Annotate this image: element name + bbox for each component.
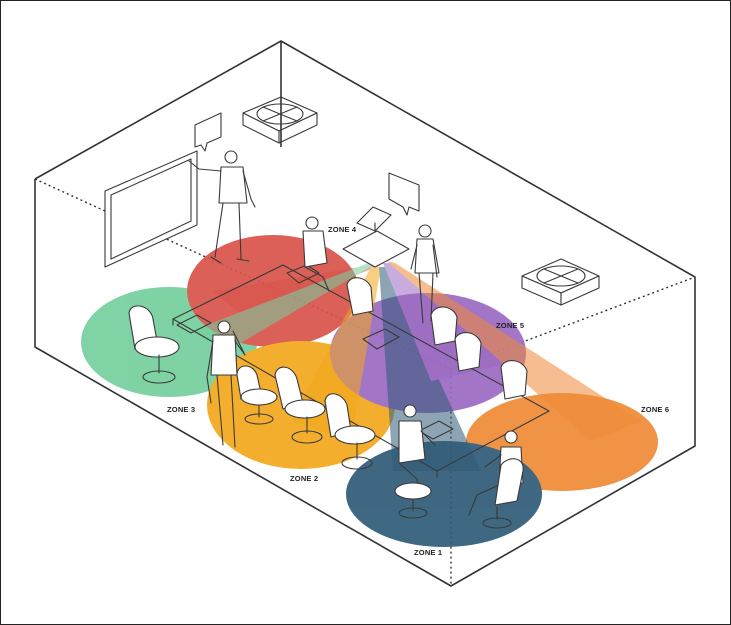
zone-6-label: ZONE 6 (641, 405, 669, 414)
ceiling-microphone-array (342, 206, 410, 268)
chair (274, 366, 326, 444)
zone-2-label: ZONE 2 (290, 474, 318, 483)
ceiling-speaker-icon (242, 96, 318, 144)
chair (128, 305, 180, 384)
room-hidden-edge (450, 276, 696, 370)
chair (500, 360, 528, 400)
person-standing (410, 224, 440, 324)
chair (346, 277, 374, 316)
speech-bubble-icon (388, 172, 420, 216)
zone-6-beam (387, 261, 641, 441)
zone-labels: ZONE 1 ZONE 2 ZONE 3 ZONE 4 ZONE 5 ZONE … (167, 225, 669, 557)
chair (324, 393, 376, 470)
whiteboard (104, 150, 198, 268)
zone-5-label: ZONE 5 (496, 321, 524, 330)
ceiling-speaker-icon (521, 258, 600, 306)
chair (236, 365, 278, 425)
chairs (128, 277, 528, 529)
speech-bubble-icon (194, 112, 222, 152)
zone-1-label: ZONE 1 (414, 548, 442, 557)
chair (394, 482, 432, 519)
person-seated (302, 216, 330, 292)
zone-4-label: ZONE 4 (328, 225, 357, 234)
person-seated (398, 404, 436, 498)
room-outline-front (34, 40, 696, 587)
chair (482, 458, 524, 529)
room-outline (34, 178, 696, 586)
zone-3-label: ZONE 3 (167, 405, 195, 414)
zone-3-beam (191, 263, 377, 351)
chair (430, 306, 458, 346)
person-presenter (188, 150, 256, 264)
chair (454, 332, 482, 372)
